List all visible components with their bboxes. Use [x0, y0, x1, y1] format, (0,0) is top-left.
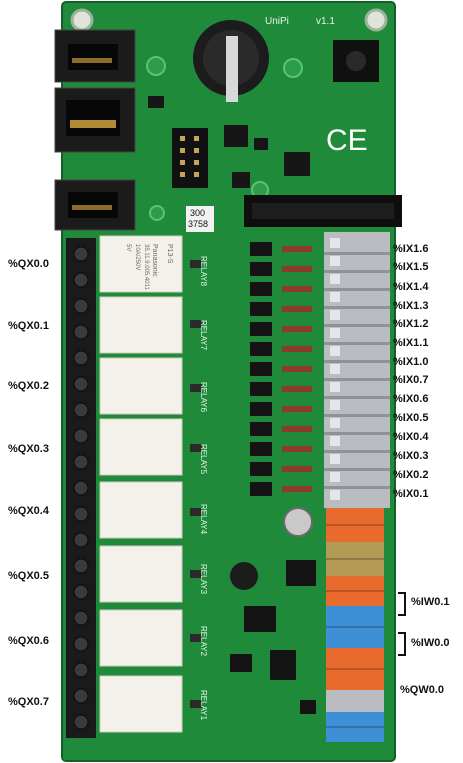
relay-silk-label: RELAY6: [199, 382, 208, 413]
relay-silk-label: RELAY1: [199, 690, 208, 721]
battery-holder: [193, 20, 269, 102]
ce-mark: CE: [326, 124, 368, 157]
output-label-qx06: %QX0.6: [8, 635, 49, 647]
output-label-qx01: %QX0.1: [8, 320, 49, 332]
relay: [99, 545, 183, 603]
analog-terminal-block: [326, 508, 384, 742]
mounting-hole: [70, 8, 94, 32]
output-label-qx02: %QX0.2: [8, 380, 49, 392]
bracket-iw00: [398, 632, 406, 656]
rj45-connector: [54, 29, 136, 83]
board-name: UniPi: [265, 16, 289, 27]
bracket-iw01: [398, 592, 406, 616]
output-label-qx07: %QX0.7: [8, 696, 49, 708]
input-label-ix07: %IX0.7: [393, 374, 429, 386]
output-label-qx04: %QX0.4: [8, 505, 49, 517]
output-label-qx05: %QX0.5: [8, 570, 49, 582]
sticker-line-2: 3758: [188, 219, 209, 229]
relay: [99, 675, 183, 733]
inductor: [230, 562, 258, 590]
input-label-ix10: %IX1.0: [393, 356, 429, 368]
relay-silk-label: RELAY7: [199, 320, 208, 351]
mounting-hole: [364, 8, 388, 32]
relay: [99, 481, 183, 539]
relay-rating: 10A/250V: [134, 244, 140, 271]
rj45-connector: [54, 179, 136, 231]
relay-silk-label: RELAY2: [199, 626, 208, 657]
output-terminal-block: [66, 238, 96, 738]
relay-top-text: P13-S: [166, 244, 173, 264]
board-version: v1.1: [316, 16, 335, 27]
relay: [99, 235, 183, 293]
input-label-ix04: %IX0.4: [393, 431, 429, 443]
relay: [99, 296, 183, 354]
input-label-ix03: %IX0.3: [393, 450, 429, 462]
relay-coil: 5V: [125, 244, 131, 252]
relay: [99, 609, 183, 667]
relay-silk-label: RELAY3: [199, 564, 208, 595]
input-terminal-block: [324, 232, 390, 508]
relay-silk-label: RELAY4: [199, 504, 208, 535]
relay-silk-label: RELAY8: [199, 256, 208, 287]
rj45-connector: [54, 87, 136, 153]
analog-label-iw01: %IW0.1: [411, 596, 450, 608]
input-label-ix15: %IX1.5: [393, 261, 429, 273]
output-label-qx03: %QX0.3: [8, 443, 49, 455]
input-label-ix13: %IX1.3: [393, 300, 429, 312]
analog-label-qw00: %QW0.0: [400, 684, 445, 696]
input-label-ix12: %IX1.2: [393, 318, 429, 330]
sticker: [186, 206, 214, 232]
input-label-ix06: %IX0.6: [393, 393, 429, 405]
input-label-ix11: %IX1.1: [393, 337, 429, 349]
relay-silk-label: RELAY5: [199, 444, 208, 475]
relay-brand: Panasonic: [151, 244, 158, 277]
input-label-ix02: %IX0.2: [393, 469, 429, 481]
sticker-line-1: 300: [190, 208, 206, 218]
pin-header: [172, 128, 208, 188]
relay: [99, 418, 183, 476]
output-label-qx00: %QX0.0: [8, 258, 49, 270]
input-label-ix16: %IX1.6: [393, 243, 429, 255]
capacitor: [283, 507, 313, 537]
input-label-ix14: %IX1.4: [393, 281, 429, 293]
ribbon-header: [244, 195, 402, 227]
driver-chips: [250, 242, 272, 496]
input-label-ix05: %IX0.5: [393, 412, 429, 424]
relay-part: 35.11.9.005.4011: [143, 244, 149, 290]
input-label-ix01: %IX0.1: [393, 488, 429, 500]
power-jack: [333, 40, 379, 82]
analog-label-iw00: %IW0.0: [411, 637, 450, 649]
relay: [99, 357, 183, 415]
